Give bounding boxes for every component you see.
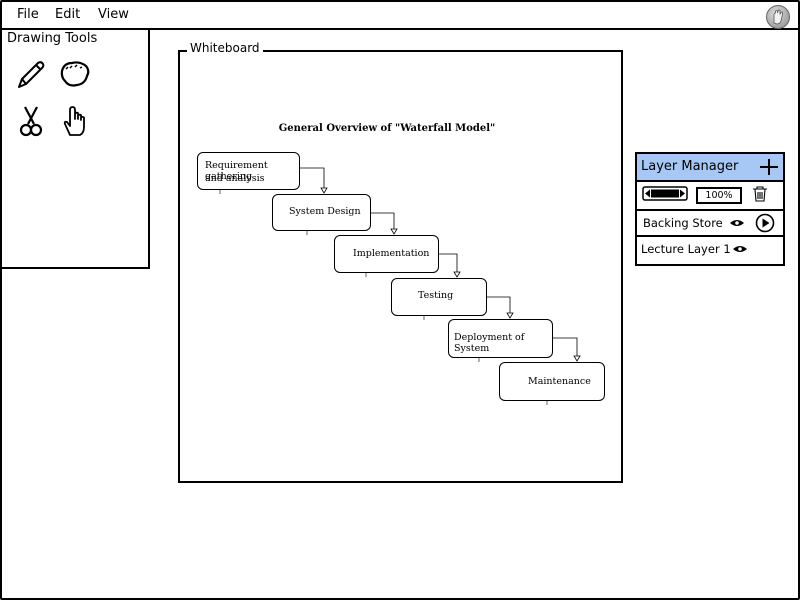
step-deployment[interactable]: Deployment of System [448, 319, 553, 358]
layer-name: Lecture Layer 1 [641, 242, 731, 256]
hand-icon[interactable] [58, 104, 92, 138]
scissors-icon[interactable] [14, 104, 48, 138]
zoom-level[interactable]: 100% [696, 187, 742, 204]
pencil-icon[interactable] [14, 58, 48, 92]
diagram-title: General Overview of "Waterfall Model" [278, 123, 496, 134]
layer-manager-title: Layer Manager [641, 159, 739, 174]
step-system-design[interactable]: System Design [272, 194, 371, 231]
step-label: Maintenance [528, 376, 591, 387]
step-implementation[interactable]: Implementation [334, 235, 439, 273]
drawing-tools-title: Drawing Tools [7, 31, 98, 46]
menu-file[interactable]: File [17, 7, 39, 22]
step-maintenance[interactable]: Maintenance [499, 362, 605, 401]
connector [300, 167, 325, 192]
add-layer-icon[interactable] [759, 158, 779, 176]
menu-edit[interactable]: Edit [55, 7, 81, 22]
layer-controls-row: 100% [637, 182, 783, 211]
app-logo-icon [766, 5, 790, 29]
eraser-icon[interactable] [58, 58, 92, 92]
menu-bar: File Edit View [2, 2, 798, 30]
layer-row-backing-store[interactable]: Backing Store [637, 211, 783, 237]
layer-name: Backing Store [643, 216, 723, 230]
whiteboard-title: Whiteboard [187, 41, 263, 55]
step-label: Implementation [353, 248, 430, 259]
connector [371, 212, 395, 233]
layer-row-lecture-layer-1[interactable]: Lecture Layer 1 [637, 237, 783, 262]
eye-icon[interactable] [729, 218, 745, 228]
layer-manager-header: Layer Manager [637, 154, 783, 182]
connector [553, 337, 578, 360]
eye-icon[interactable] [732, 244, 748, 254]
layer-manager-panel: Layer Manager 100% Backing Store Lecture… [635, 152, 785, 266]
whiteboard-canvas[interactable] [178, 50, 623, 483]
step-label: Requirement gathering [205, 160, 268, 182]
opacity-slider[interactable] [642, 186, 688, 201]
menu-view[interactable]: View [98, 7, 129, 22]
step-requirement-gathering[interactable]: Requirement gathering and analysis [197, 152, 300, 190]
step-label: Deployment of System [454, 332, 525, 354]
step-label: System Design [289, 206, 361, 217]
step-label: and analysis [205, 173, 265, 184]
connector [487, 296, 511, 317]
step-label: Testing [418, 290, 454, 301]
drawing-tools-panel: Drawing Tools [0, 28, 150, 269]
connector [439, 253, 458, 276]
trash-icon[interactable] [752, 185, 768, 203]
step-testing[interactable]: Testing [391, 278, 487, 316]
play-icon[interactable] [755, 213, 775, 233]
